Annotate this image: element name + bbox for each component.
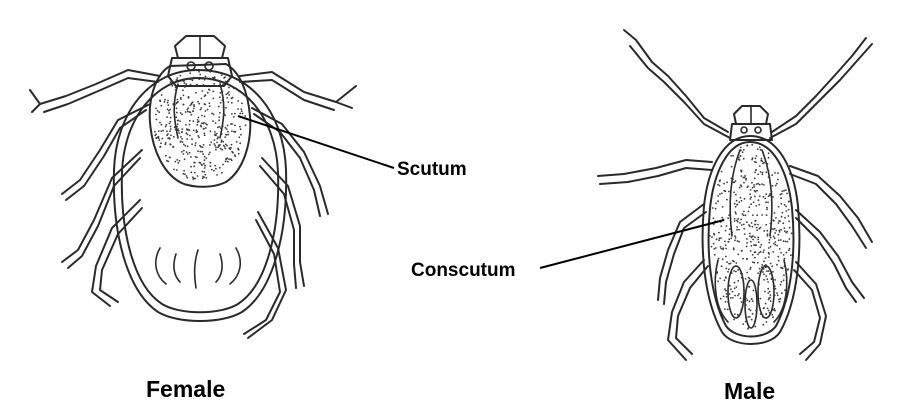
female-scutum [148, 63, 252, 188]
female-body [112, 69, 288, 322]
scutum-leader-line [237, 115, 395, 169]
male-legs-left [597, 29, 731, 361]
male-label: Male [724, 378, 776, 404]
scutum-label: Scutum [397, 159, 467, 180]
female-legs-right [239, 71, 357, 339]
female-label: Female [146, 376, 226, 402]
conscutum-label: Conscutum [411, 260, 516, 281]
conscutum-leader-line [539, 219, 725, 269]
male-capitulum [729, 105, 773, 141]
male-legs-right [769, 37, 873, 361]
male-body [701, 135, 801, 345]
female-legs-left [29, 69, 161, 307]
